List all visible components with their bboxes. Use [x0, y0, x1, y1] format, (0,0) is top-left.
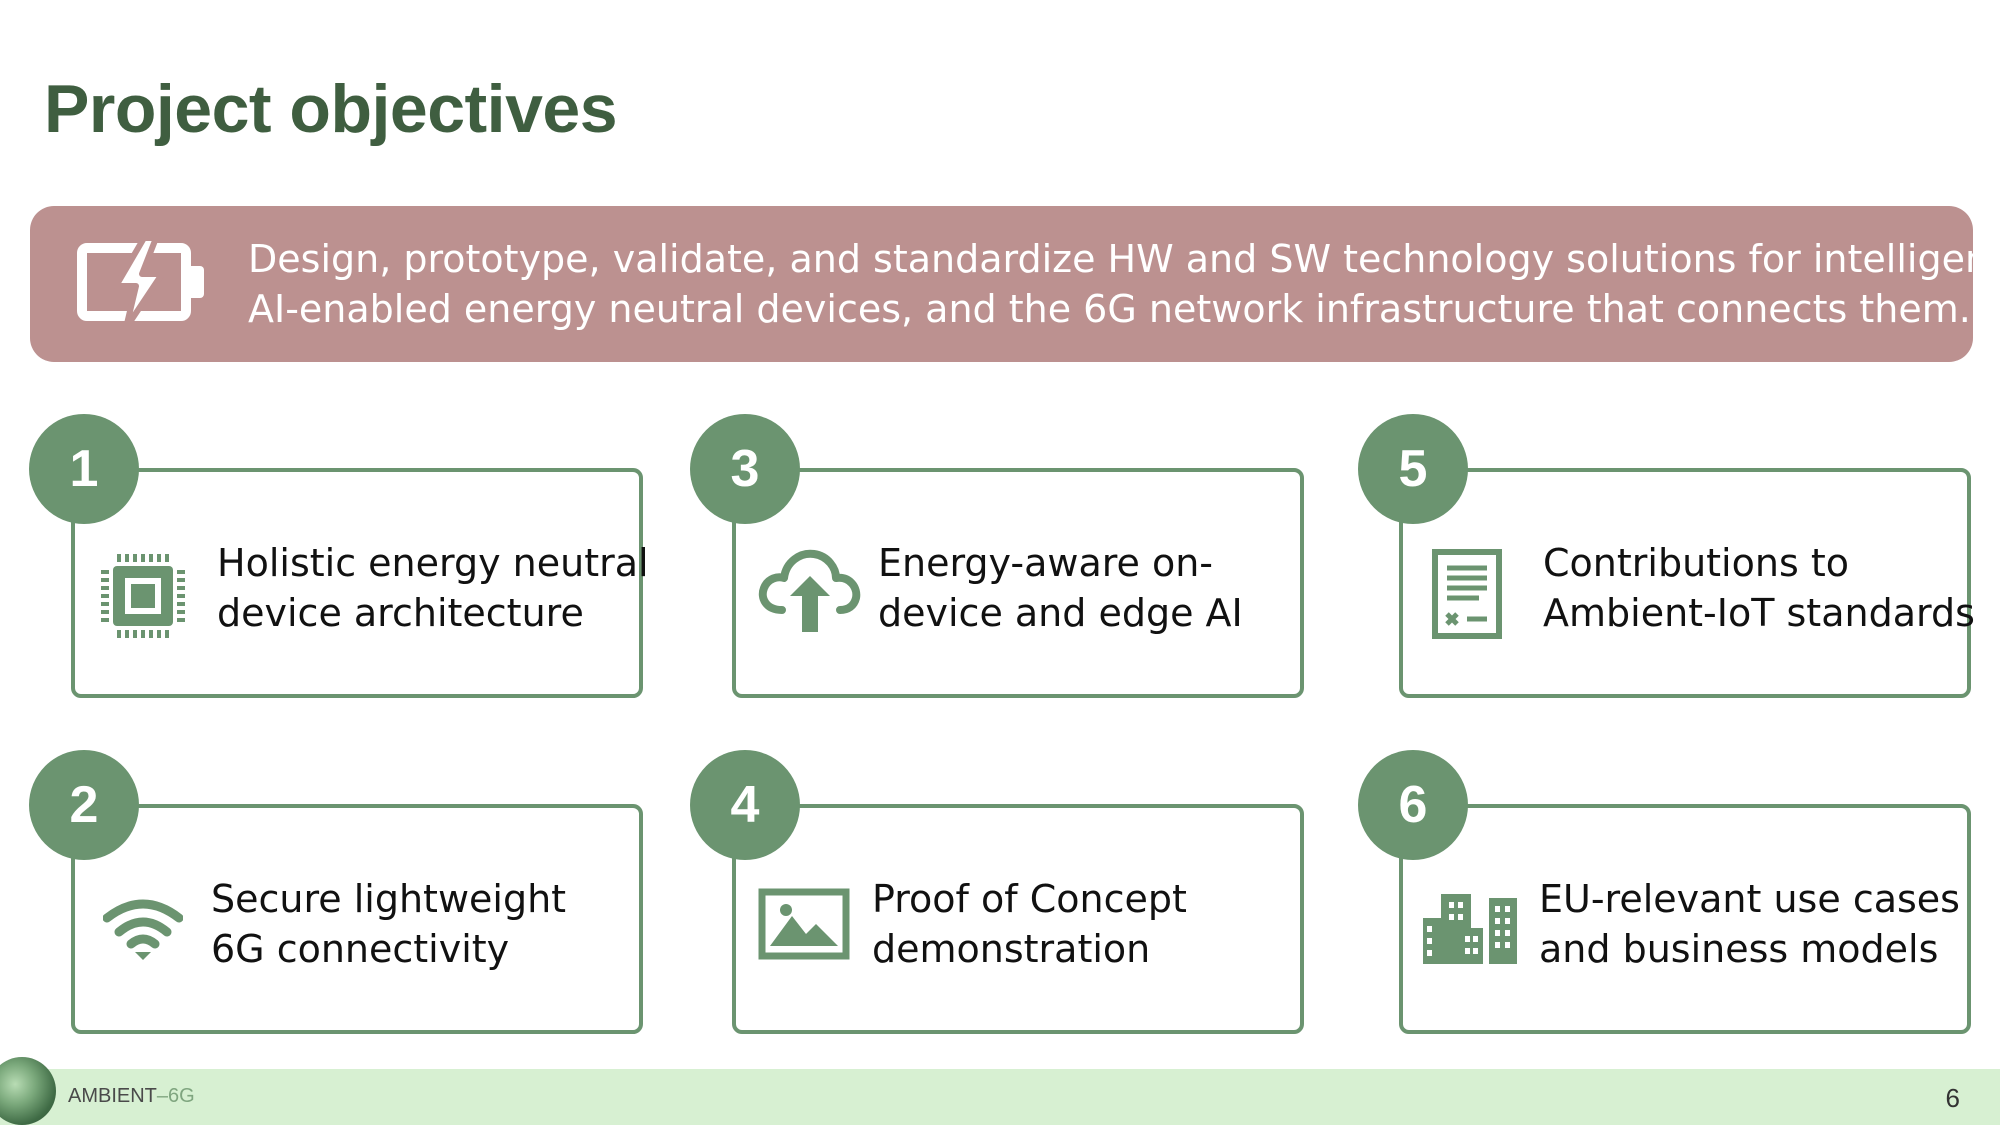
objective-card-2: Secure lightweight 6G connectivity	[71, 804, 643, 1034]
city-buildings-icon	[1423, 894, 1517, 964]
objective-card-3: Energy-aware on- device and edge AI	[732, 468, 1304, 698]
objective-card-6: EU-relevant use cases and business model…	[1399, 804, 1971, 1034]
page-number: 6	[1945, 1083, 1960, 1113]
objective-number-badge: 2	[29, 750, 139, 860]
image-icon	[758, 888, 850, 960]
brand-logo-icon	[0, 1057, 56, 1125]
document-icon	[1432, 549, 1502, 639]
objective-number-badge: 3	[690, 414, 800, 524]
objective-number-badge: 6	[1358, 750, 1468, 860]
cloud-upload-icon	[758, 549, 861, 632]
objective-number-badge: 4	[690, 750, 800, 860]
objective-text: Secure lightweight 6G connectivity	[211, 877, 567, 971]
wifi-icon	[103, 899, 183, 960]
objective-text: Proof of Concept demonstration	[872, 877, 1187, 971]
chip-icon	[101, 554, 185, 638]
slide-footer: AMBIENT–6G 6	[0, 1057, 2000, 1125]
brand-name: AMBIENT–6G	[68, 1085, 195, 1107]
objective-text: Energy-aware on- device and edge AI	[878, 541, 1243, 635]
objective-text: Holistic energy neutral device architect…	[217, 541, 649, 635]
objective-number-badge: 1	[29, 414, 139, 524]
objective-text: Contributions to Ambient-IoT standards	[1543, 541, 1975, 635]
objective-card-5: Contributions to Ambient-IoT standards	[1399, 468, 1975, 698]
objective-number-badge: 5	[1358, 414, 1468, 524]
objective-card-1: Holistic energy neutral device architect…	[71, 468, 649, 698]
objective-statement: Design, prototype, validate, and standar…	[248, 237, 2000, 331]
objective-banner: Design, prototype, validate, and standar…	[30, 206, 2000, 362]
objective-text: EU-relevant use cases and business model…	[1539, 877, 1960, 971]
page-title: Project objectives	[44, 71, 618, 147]
objective-card-4: Proof of Concept demonstration	[732, 804, 1304, 1034]
battery-charging-icon	[77, 238, 204, 328]
